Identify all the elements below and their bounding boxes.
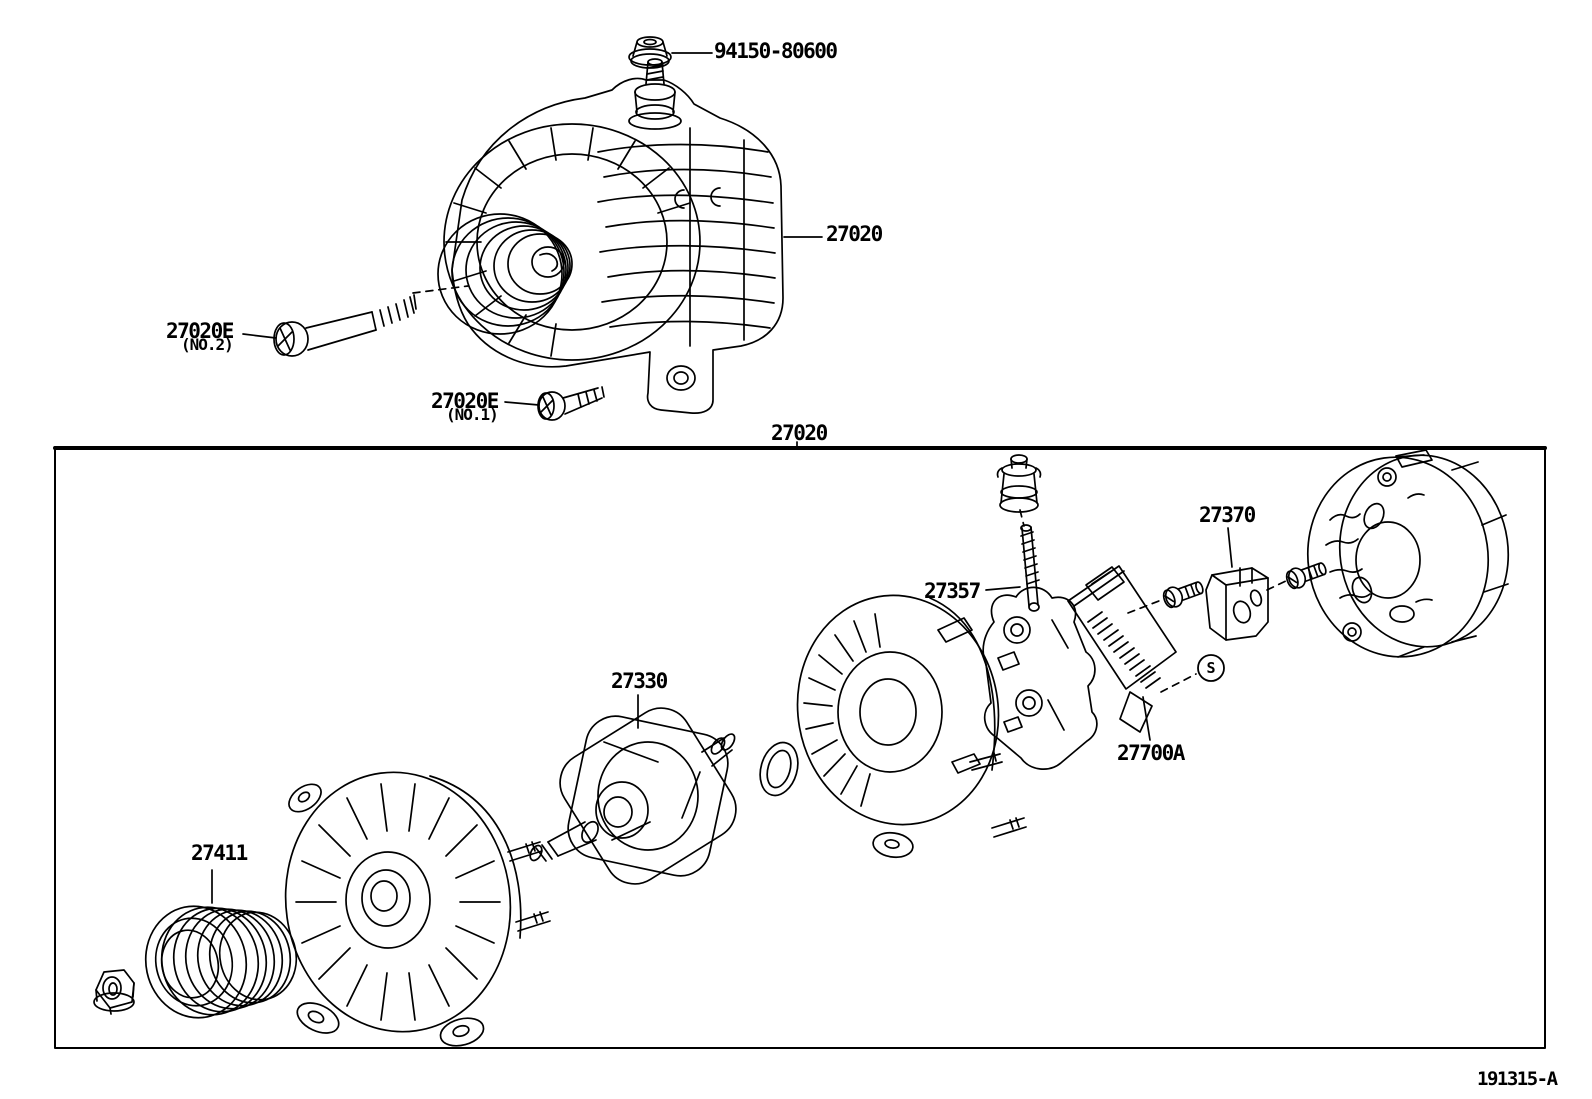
front-bracket-drawing xyxy=(284,771,551,1047)
shaft-nut-drawing xyxy=(93,969,135,1015)
label-bolt-no1-note: (NO.1) xyxy=(446,405,499,424)
dashed-lines xyxy=(412,285,1289,693)
exploded-view-box xyxy=(53,441,1547,1049)
screw-a-drawing xyxy=(1162,581,1204,609)
label-bolt-no2: 27020E xyxy=(166,319,234,343)
rear-bracket-drawing xyxy=(796,594,1027,859)
screw-b-drawing xyxy=(1285,562,1327,590)
pulley-drawing xyxy=(144,905,298,1019)
label-bolt-no2-note: (NO.2) xyxy=(181,335,234,354)
label-assembly: 27020 xyxy=(826,222,883,246)
mount-bolt-no2-drawing xyxy=(273,294,417,357)
s-marker-letter: S xyxy=(1206,659,1216,677)
label-exploded-box: 27020 xyxy=(771,421,828,445)
alternator-assembly-drawing xyxy=(437,58,784,414)
label-regulator: 27700A xyxy=(1117,741,1185,765)
rectifier-cover-drawing xyxy=(1205,567,1269,641)
label-rectifier-cover: 27370 xyxy=(1199,503,1256,527)
terminal-insulator-cap-drawing xyxy=(996,454,1042,513)
cap-nut-icon xyxy=(628,36,672,69)
rotor-drawing xyxy=(529,707,737,885)
label-terminal-stud: 27357 xyxy=(924,579,981,603)
figure-code: 191315-A xyxy=(1477,1068,1558,1090)
label-cap-nut: 94150-80600 xyxy=(714,39,838,63)
s-marker-circle xyxy=(1197,654,1225,682)
rear-end-cover-drawing xyxy=(1306,449,1510,658)
leader-lines xyxy=(211,52,1233,904)
terminal-stud-drawing xyxy=(1020,524,1040,612)
regulator-drawing xyxy=(1067,565,1177,733)
oring-drawing xyxy=(759,741,799,797)
brush-holder-drawing xyxy=(982,586,1098,770)
label-bolt-no1: 27020E xyxy=(431,389,499,413)
label-pulley: 27411 xyxy=(191,841,248,865)
label-rotor: 27330 xyxy=(611,669,668,693)
mount-bolt-no1-drawing xyxy=(537,386,605,421)
